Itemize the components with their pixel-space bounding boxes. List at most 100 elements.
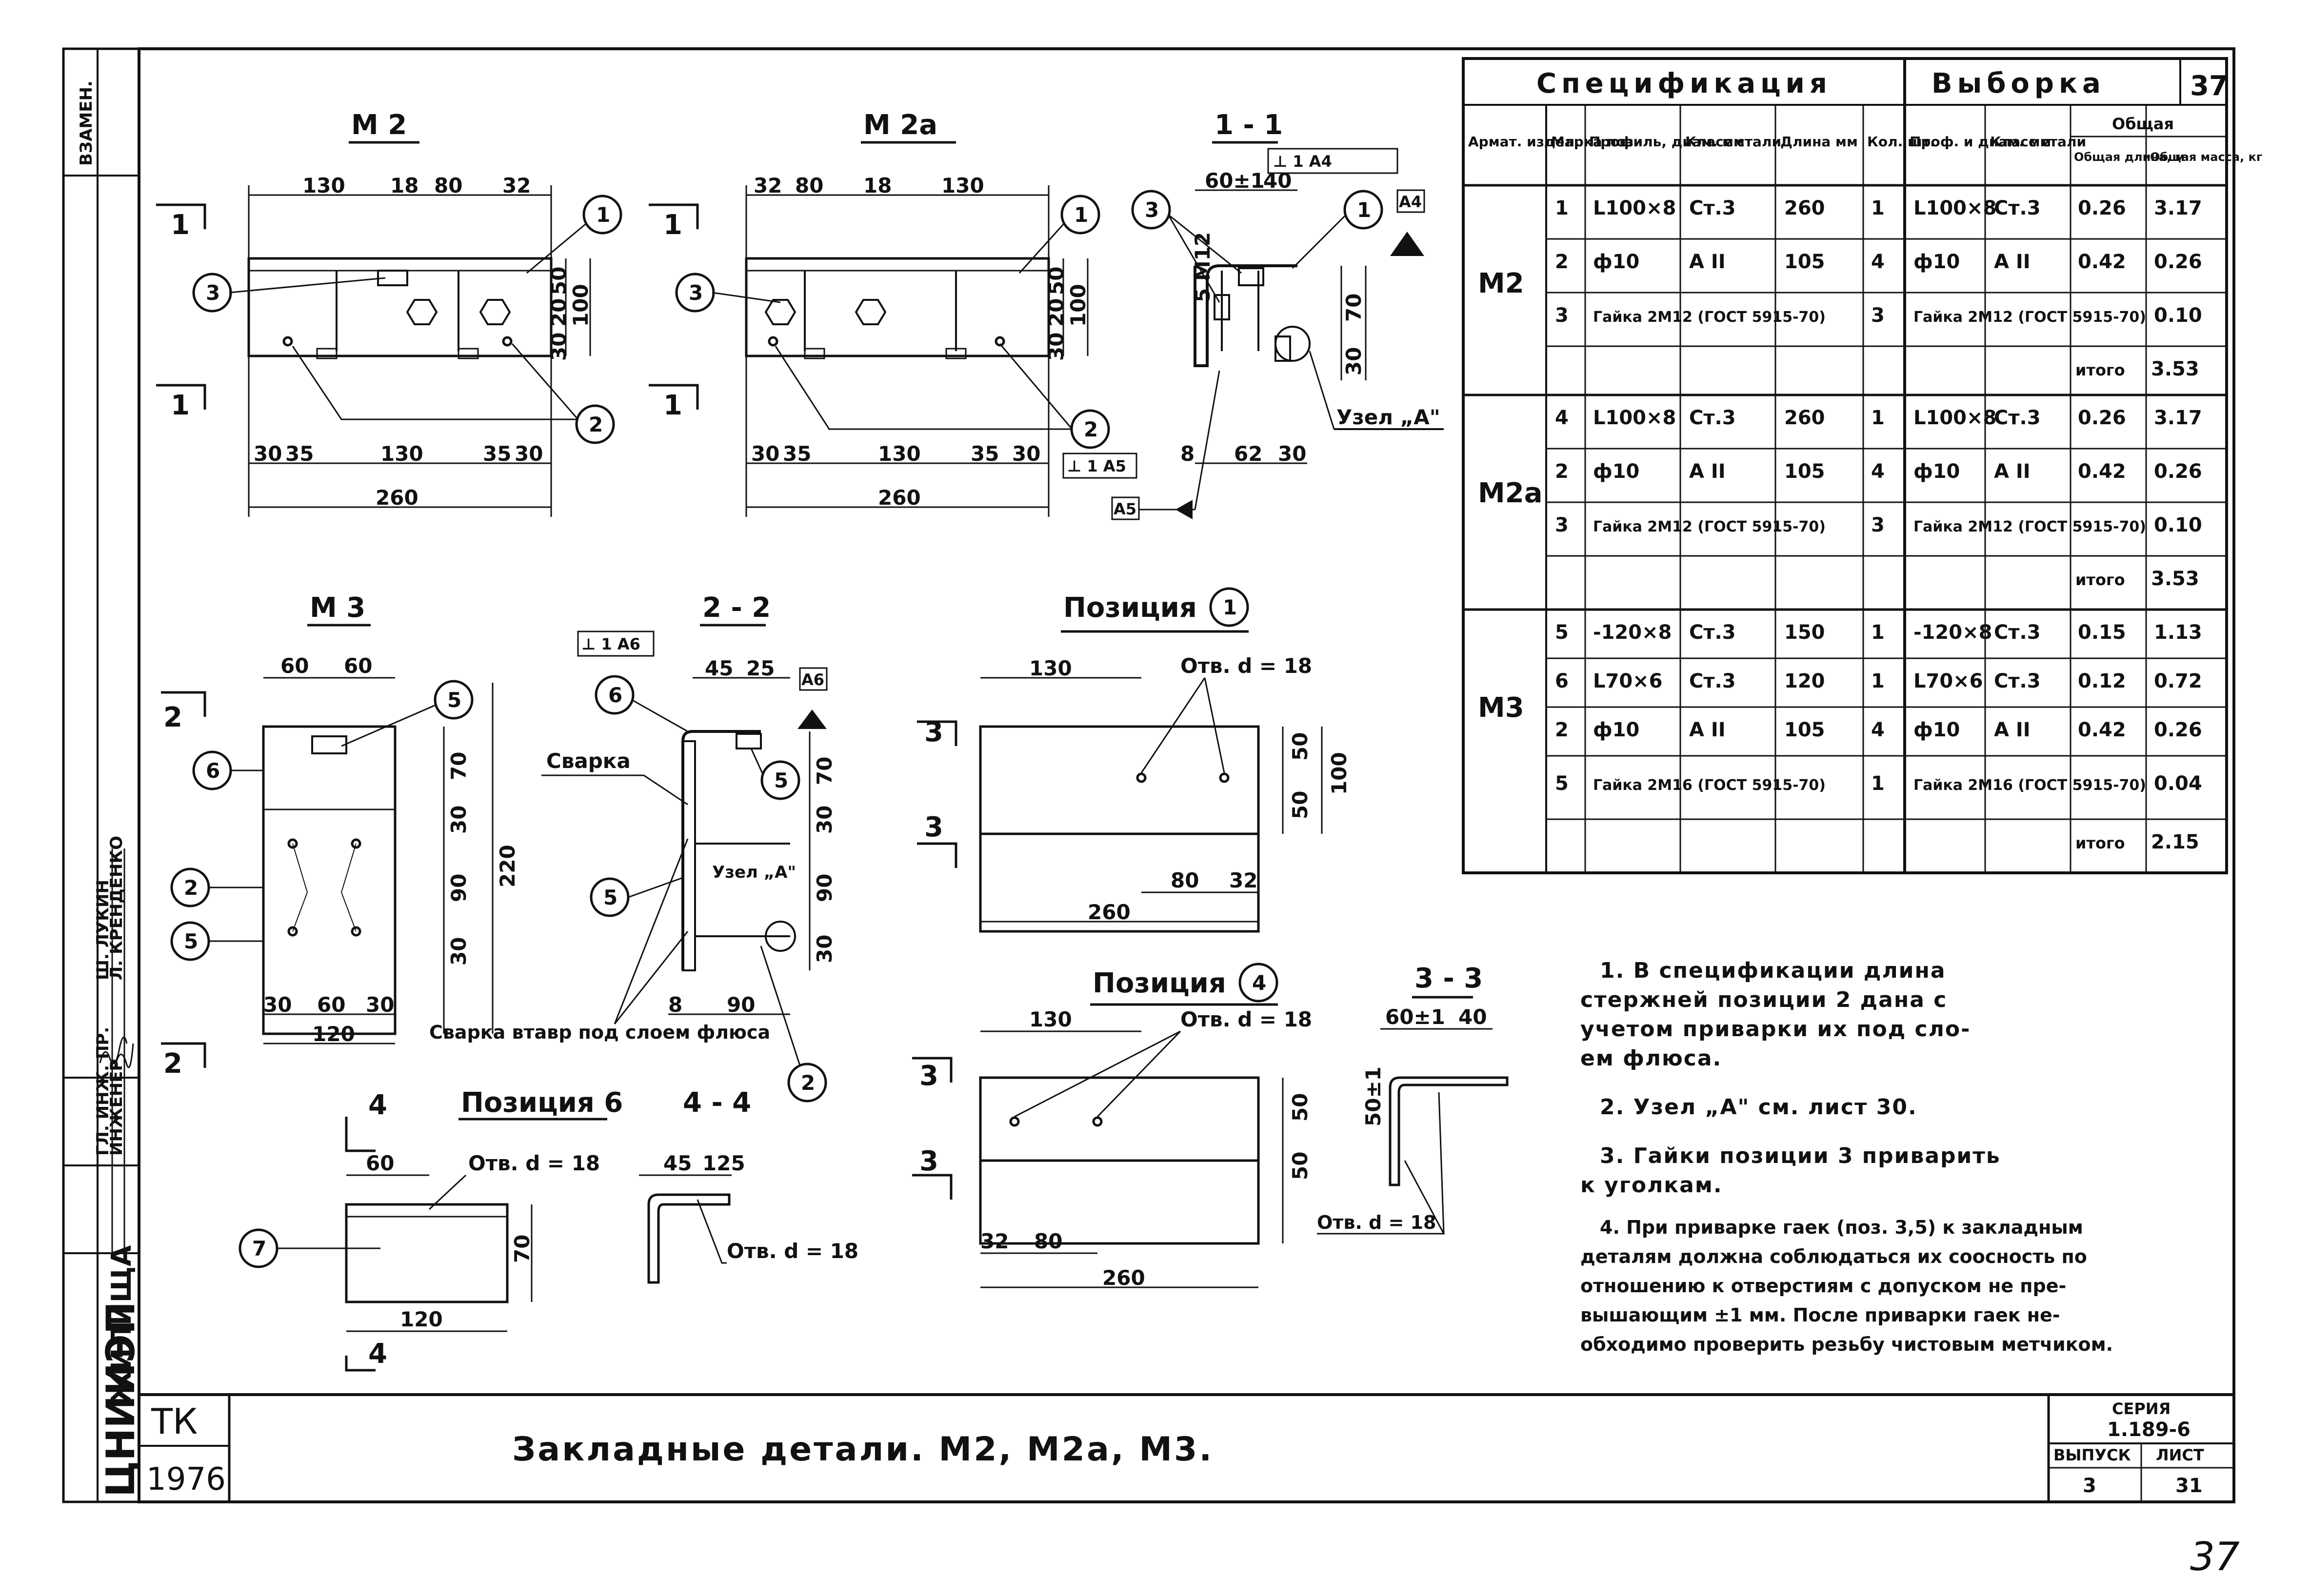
sec22-label-weld-under: Сварка втавр под слоем флюса bbox=[429, 1022, 770, 1043]
m2a-dim-bottom-4: 35 bbox=[971, 442, 999, 466]
spec-cell: 4 bbox=[1871, 460, 1885, 483]
m2-dim-side-2: 20 bbox=[547, 298, 571, 327]
pos6-dim-1: 60 bbox=[366, 1151, 394, 1175]
sec11-dim-bottom-2: 62 bbox=[1234, 442, 1262, 466]
spec-cell: Гайка 2М12 (ГОСТ 5915-70) bbox=[1913, 309, 2146, 326]
spec-header-3: Класс стали bbox=[1685, 134, 1781, 150]
m3-section-mark-top: 2 bbox=[163, 702, 182, 733]
pos1-dim-4: 260 bbox=[1088, 900, 1131, 924]
m2-dim-total: 260 bbox=[376, 486, 418, 510]
sheet-title: Закладные детали. М2, М2а, М3. bbox=[512, 1430, 1214, 1469]
spec-cell: 3.17 bbox=[2154, 197, 2202, 219]
m2-dim-bottom-4: 35 bbox=[483, 442, 511, 466]
m2-dim-bottom-3: 130 bbox=[380, 442, 423, 466]
spec-cell: ф10 bbox=[1593, 251, 1639, 273]
m3-dim-height: 220 bbox=[496, 845, 519, 887]
m2a-dim-top-1: 32 bbox=[754, 174, 782, 197]
m2a-callout-1 bbox=[1060, 195, 1100, 235]
sec33-title: 3 - 3 bbox=[1414, 963, 1483, 994]
pos4-title: Позиция bbox=[1093, 967, 1226, 999]
sec11-dim-side-3: 30 bbox=[1342, 347, 1366, 375]
year: 1976 bbox=[146, 1461, 226, 1497]
note-3-line-1: 3. Гайки позиции 3 приварить bbox=[1600, 1143, 2001, 1168]
spec-cell: Ст.3 bbox=[1689, 407, 1736, 429]
m2a-dim-bottom-2: 35 bbox=[783, 442, 811, 466]
spec-cell: 0.26 bbox=[2154, 719, 2202, 741]
spec-cell: Гайка 2М16 (ГОСТ 5915-70) bbox=[1913, 777, 2146, 794]
spec-cell: 0.26 bbox=[2078, 407, 2126, 429]
spec-cell: 1 bbox=[1871, 197, 1885, 219]
pos1-dim-1: 130 bbox=[1029, 656, 1072, 680]
m2-callout-2 bbox=[575, 404, 615, 444]
spec-cell: Гайка 2М12 (ГОСТ 5915-70) bbox=[1593, 518, 1826, 535]
spec-cell: 0.26 bbox=[2154, 251, 2202, 273]
sec22-dim-top-1: 45 bbox=[705, 656, 733, 680]
spec-cell: 0.10 bbox=[2154, 304, 2202, 327]
sec44-dim-1: 45 bbox=[663, 1151, 692, 1175]
pos4-dim-5: 50 bbox=[1288, 1093, 1312, 1122]
spec-header-9: Общая масса, кг bbox=[2150, 150, 2262, 164]
issue-label: ВЫПУСК bbox=[2053, 1446, 2131, 1464]
pos4-section-bottom: 3 bbox=[919, 1145, 938, 1177]
spec-cell: 2 bbox=[1555, 251, 1569, 273]
view-m2: М 2 130 18 80 32 50 20 30 100 30 35 130 … bbox=[156, 109, 622, 517]
spec-cell: 105 bbox=[1784, 719, 1825, 741]
view-position-6: Позиция 6 Отв. d = 18 60 70 120 7 4 4 bbox=[239, 1087, 623, 1372]
spec-cell: 105 bbox=[1784, 460, 1825, 483]
sec33-dim-3: 50±1 bbox=[1361, 1066, 1385, 1126]
spec-cell: ф10 bbox=[1593, 460, 1639, 483]
spec-cell: 260 bbox=[1784, 197, 1825, 219]
m2a-dim-bottom-5: 30 bbox=[1012, 442, 1040, 466]
m3-dim-total: 120 bbox=[312, 1022, 355, 1046]
m2-section-mark-top: 1 bbox=[171, 209, 190, 241]
pos6-hole: Отв. d = 18 bbox=[468, 1151, 600, 1175]
view-m2a: М 2а 32 80 18 130 50 20 30 100 30 35 130… bbox=[649, 109, 1110, 517]
sec22-dim-side-4: 30 bbox=[813, 935, 836, 963]
m2-dim-top-2: 18 bbox=[390, 174, 418, 197]
m3-plate bbox=[262, 725, 397, 1035]
pos4-dim-2: 32 bbox=[980, 1229, 1009, 1253]
m2-callout-3-text: 3 bbox=[206, 281, 220, 305]
spec-total-value: 3.53 bbox=[2151, 568, 2199, 590]
view-position-4: Позиция 4 Отв. d = 18 130 32 80 260 50 5… bbox=[912, 963, 1312, 1290]
m2a-section-mark-bottom: 1 bbox=[663, 390, 682, 421]
sec11-callout-3-text: 3 bbox=[1145, 198, 1159, 222]
spec-total-value: 3.53 bbox=[2151, 358, 2199, 380]
spec-headers: Армат. издел.Марка поз.Профиль, диам. мм… bbox=[1468, 134, 2262, 164]
m2-dim-side-4: 100 bbox=[569, 284, 593, 327]
spec-cell: 4 bbox=[1871, 251, 1885, 273]
spec-total-label: итого bbox=[2075, 571, 2125, 589]
spec-cell: Ст.3 bbox=[1994, 197, 2041, 219]
sec22-weld-label: ⊥ 1 А6 bbox=[581, 635, 640, 653]
pos1-section-bottom: 3 bbox=[924, 811, 943, 843]
m2-title: М 2 bbox=[351, 109, 407, 141]
m2-dim-side-1: 50 bbox=[547, 267, 571, 295]
m2a-section-mark-top: 1 bbox=[663, 209, 682, 241]
m3-dim-side-4: 30 bbox=[447, 937, 471, 965]
sec44-dim-2: 125 bbox=[702, 1151, 745, 1175]
note-3-line-2: к уголкам. bbox=[1580, 1173, 1723, 1198]
spec-cell: 3 bbox=[1555, 304, 1569, 327]
spec-header-4: Длина мм bbox=[1780, 134, 1858, 150]
m2-angle-plate bbox=[247, 257, 553, 357]
note-2: 2. Узел „А" см. лист 30. bbox=[1600, 1095, 1917, 1120]
m3-dim-side-3: 90 bbox=[447, 874, 471, 902]
spec-cell: 1 bbox=[1871, 621, 1885, 644]
pos4-dim-6: 50 bbox=[1288, 1152, 1312, 1180]
spec-cell: -120×8 bbox=[1593, 621, 1672, 644]
spec-cell: А II bbox=[1994, 719, 2031, 741]
sec11-callout-3 bbox=[1131, 190, 1171, 230]
name-1: Ш. ЛУКИН bbox=[93, 880, 113, 980]
m2a-dim-side-3: 30 bbox=[1044, 333, 1068, 361]
spec-cell: ф10 bbox=[1593, 719, 1639, 741]
m2-dim-bottom-1: 30 bbox=[254, 442, 282, 466]
sec22-dim-side-3: 90 bbox=[813, 874, 836, 902]
spec-cell: Ст.3 bbox=[1994, 670, 2041, 692]
spec-cell: L100×8 bbox=[1913, 407, 1996, 429]
sec44-angle-profile bbox=[647, 1193, 731, 1284]
sec11-angle-profile bbox=[1194, 264, 1297, 367]
m3-section-mark-bottom: 2 bbox=[163, 1048, 182, 1080]
pos6-title: Позиция 6 bbox=[461, 1087, 623, 1119]
pick-title: Выборка bbox=[1932, 68, 2106, 99]
